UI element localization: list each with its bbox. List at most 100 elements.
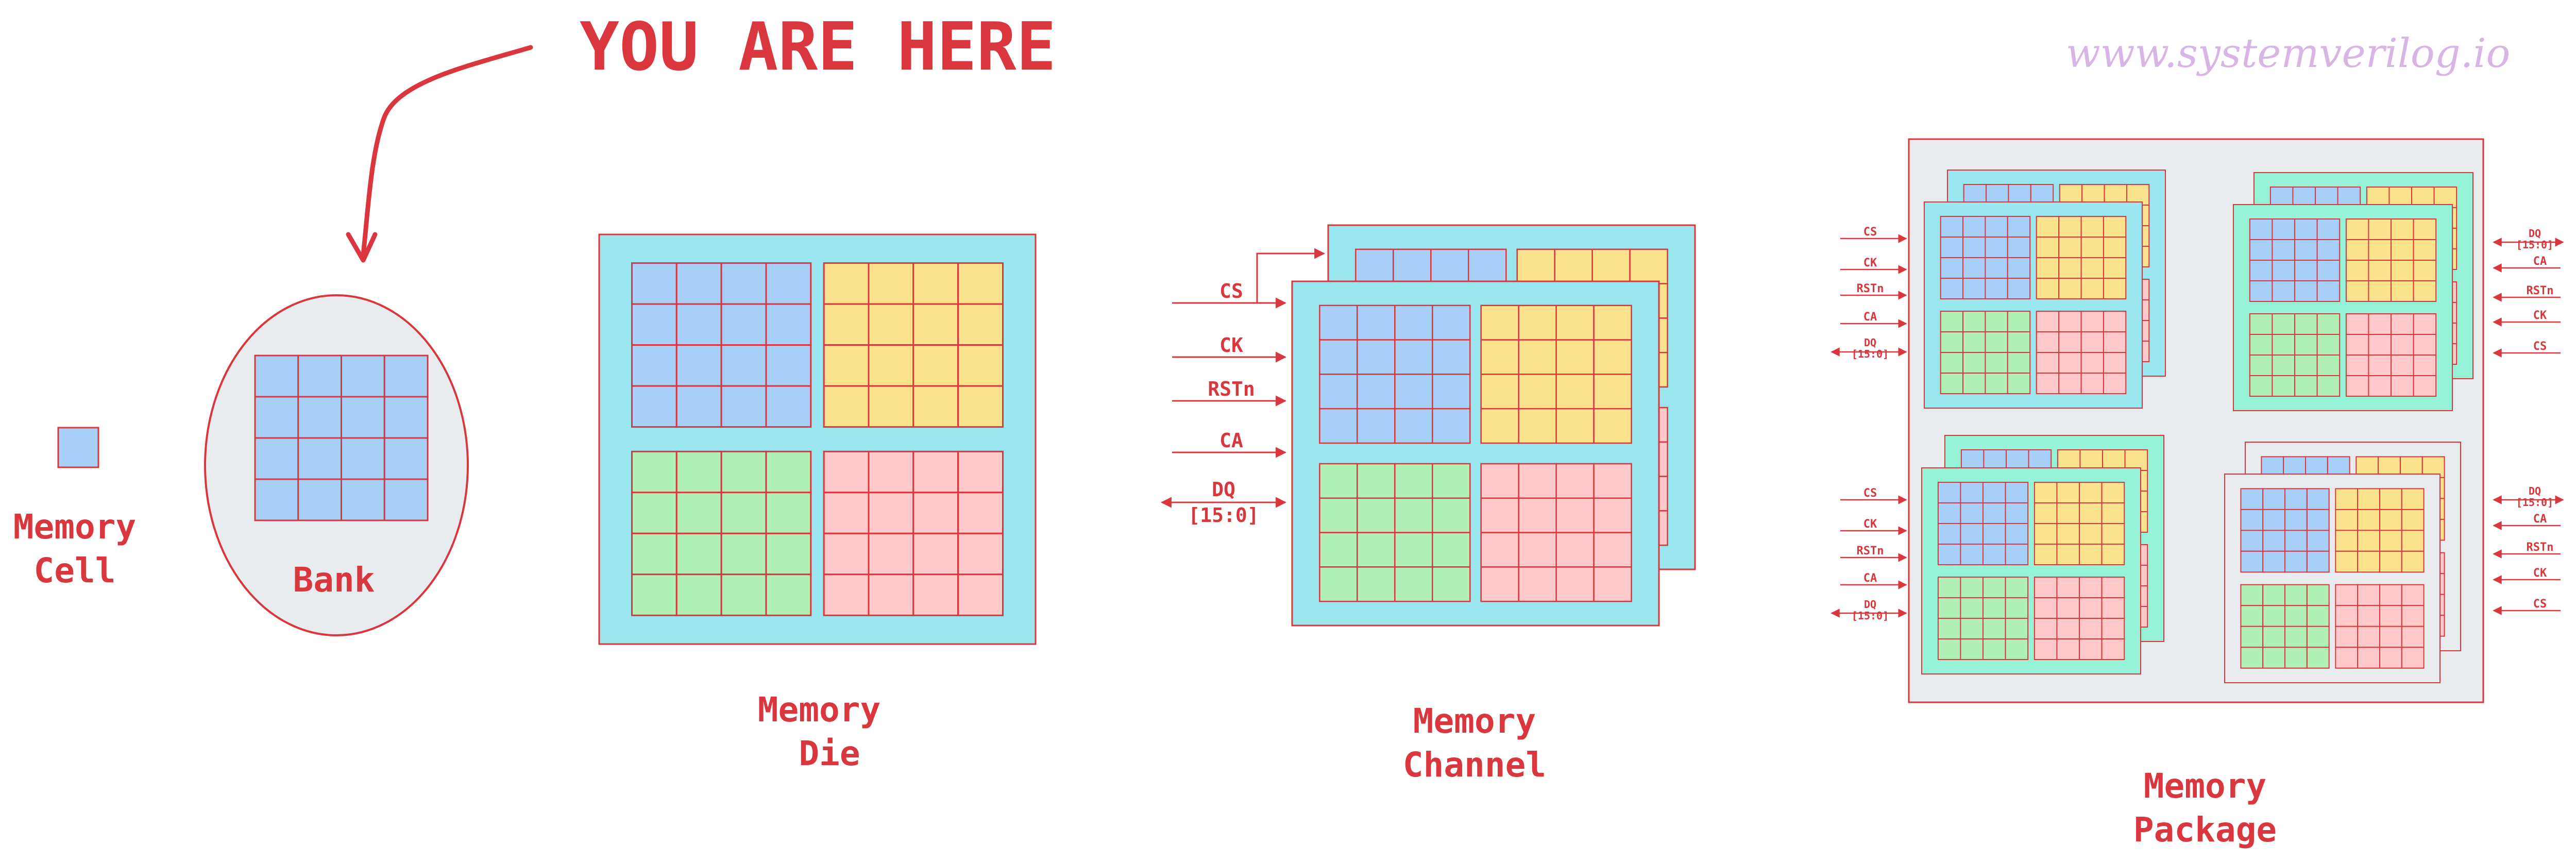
memory-cell: [2345, 334, 2369, 356]
memory-cell: [2316, 313, 2341, 335]
memory-cell: [2345, 375, 2369, 397]
memory-cell: [1319, 339, 1358, 375]
memory-cell: [1480, 374, 1519, 410]
memory-cell: [720, 532, 767, 576]
memory-cell: [631, 385, 677, 428]
memory-cell: [2036, 257, 2060, 279]
package-signal-label: CS: [2533, 340, 2547, 353]
memory-cell: [2294, 260, 2318, 281]
memory-cell: [2033, 577, 2058, 598]
memory-cell: [631, 573, 677, 616]
memory-cell: [2240, 605, 2264, 627]
memory-cell: [1985, 311, 2008, 332]
memory-cell: [1480, 463, 1519, 499]
memory-cell: [2056, 544, 2080, 565]
memory-cell: [2368, 280, 2392, 302]
bank-green: [1937, 577, 2029, 660]
memory-cell: [1518, 408, 1557, 444]
memory-cell: [957, 262, 1004, 305]
memory-cell: [2103, 278, 2127, 299]
memory-cell: [2272, 218, 2295, 240]
memory-cell: [2413, 313, 2437, 335]
memory-cell: [2006, 449, 2029, 471]
memory-cell: [2413, 280, 2437, 302]
memory-cell: [1985, 373, 2008, 394]
memory-cell: [1940, 352, 1964, 374]
memory-cell: [912, 532, 959, 576]
memory-cell: [2284, 605, 2308, 627]
memory-cell: [1982, 618, 2006, 639]
memory-cell: [1962, 352, 1986, 374]
package-dq-label: DQ: [1864, 598, 1876, 611]
memory-cell: [2249, 375, 2273, 397]
memory-cell: [1430, 248, 1469, 284]
memory-cell: [2036, 331, 2060, 353]
memory-cell: [2005, 638, 2029, 660]
bank-pink: [2345, 313, 2437, 397]
memory-cell: [2058, 237, 2082, 258]
package-signal-label: CK: [1863, 518, 1877, 531]
memory-cell: [675, 385, 722, 428]
memory-cell: [2391, 375, 2414, 397]
memory-cell: [2007, 237, 2031, 258]
memory-cell: [2007, 278, 2031, 299]
memory-cell: [868, 532, 914, 576]
memory-cell: [1937, 482, 1961, 503]
memory-cell: [2033, 618, 2058, 639]
memory-cell: [1319, 408, 1358, 444]
bank-pink: [1480, 463, 1632, 602]
bank-blue: [2240, 488, 2330, 573]
package-dq-label: DQ: [1864, 336, 1876, 349]
memory-cell: [2058, 311, 2082, 332]
memory-cell: [765, 492, 812, 534]
memory-cell: [2056, 618, 2080, 639]
package-dq-width: [15:0]: [1852, 348, 1889, 360]
memory-cell: [675, 492, 722, 534]
memory-cell: [1480, 408, 1519, 444]
memory-cell: [254, 437, 299, 480]
memory-cell: [2284, 530, 2308, 552]
memory-cell: [341, 437, 385, 480]
memory-cell: [2262, 626, 2286, 648]
memory-cell: [957, 573, 1004, 616]
memory-cell: [2335, 584, 2359, 606]
memory-cell: [2005, 523, 2029, 545]
memory-cell: [2103, 216, 2127, 238]
memory-cell: [1555, 532, 1595, 568]
memory-cell: [1319, 374, 1358, 410]
signal-arrow: [1256, 248, 1326, 303]
memory-cell: [2272, 239, 2295, 261]
memory-cell: [2101, 597, 2125, 619]
memory-cell: [1393, 248, 1432, 284]
bank-blue: [1319, 305, 1471, 444]
memory-cell-label-line2: Cell: [34, 551, 116, 590]
package-dq-width: [15:0]: [2516, 239, 2553, 251]
memory-cell: [2249, 280, 2273, 302]
package-signal-label: CA: [2533, 255, 2547, 268]
memory-cell: [1960, 482, 1984, 503]
memory-cell: [2103, 352, 2127, 374]
memory-cell: [1962, 216, 1986, 238]
memory-cell: [2335, 530, 2359, 552]
memory-cell: [2033, 523, 2058, 545]
memory-cell: [912, 450, 959, 494]
memory-cell: [2249, 313, 2273, 335]
package-signal-group: CSCKRSTnCACSCKRSTnCACARSTnCKCSCARSTnCKCS…: [1831, 226, 2564, 622]
memory-cell: [1394, 463, 1433, 499]
memory-cell: [2033, 638, 2058, 660]
memory-cell: [2036, 311, 2060, 332]
memory-cell: [1394, 532, 1433, 568]
memory-cell: [1432, 566, 1471, 602]
memory-die-label-line1: Memory: [758, 690, 880, 730]
memory-cell: [2101, 638, 2125, 660]
bank-pink: [823, 450, 1004, 616]
bank-yellow: [2033, 482, 2125, 565]
memory-cell: [631, 492, 677, 534]
memory-cell: [675, 303, 722, 346]
memory-cell: [2033, 597, 2058, 619]
memory-cell: [1962, 373, 1986, 394]
memory-cell: [2101, 482, 2125, 503]
memory-cell: [1937, 597, 1961, 619]
memory-cell: [1357, 566, 1396, 602]
memory-channel-label-line2: Channel: [1403, 745, 1546, 785]
